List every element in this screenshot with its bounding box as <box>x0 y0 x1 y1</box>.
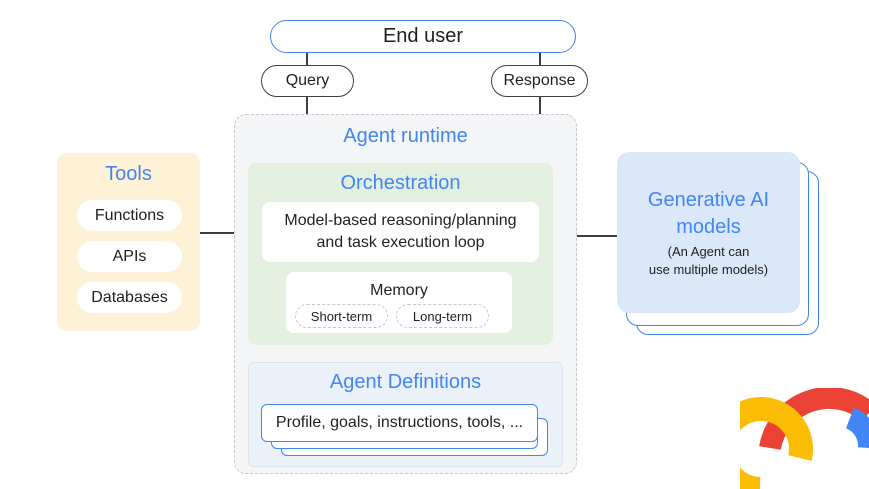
reasoning-loop-box: Model-based reasoning/planning and task … <box>262 202 539 262</box>
generative-ai-models-panel: Generative AI models (An Agent can use m… <box>617 152 800 313</box>
reasoning-line-1: Model-based reasoning/planning <box>284 212 517 229</box>
definitions-content: Profile, goals, instructions, tools, ... <box>261 404 538 442</box>
connector-response-top <box>539 53 541 65</box>
models-note-line-1: (An Agent can <box>667 243 750 259</box>
models-note-line-2: use multiple models) <box>648 261 769 277</box>
connector-query-bottom <box>306 97 308 114</box>
tool-apis: APIs <box>77 241 182 272</box>
response-node: Response <box>491 65 588 97</box>
reasoning-line-2: and task execution loop <box>316 234 485 251</box>
connector-response-bottom <box>539 97 541 114</box>
orchestration-title: Orchestration <box>340 171 461 194</box>
connector-query-top <box>306 53 308 65</box>
models-title-line-1: Generative AI <box>647 188 770 211</box>
end-user-node: End user <box>270 20 576 53</box>
tool-functions: Functions <box>77 200 182 231</box>
long-term-memory: Long-term <box>396 304 489 328</box>
tools-title: Tools <box>105 162 152 185</box>
query-node: Query <box>261 65 354 97</box>
connector-tools <box>200 232 234 234</box>
memory-title: Memory <box>370 282 428 299</box>
connector-models <box>553 235 617 237</box>
agent-definitions-title: Agent Definitions <box>329 370 482 393</box>
google-cloud-logo-icon <box>740 388 869 489</box>
tool-databases: Databases <box>77 282 182 313</box>
short-term-memory: Short-term <box>295 304 388 328</box>
agent-runtime-title: Agent runtime <box>343 124 468 147</box>
models-title-line-2: models <box>676 215 741 238</box>
